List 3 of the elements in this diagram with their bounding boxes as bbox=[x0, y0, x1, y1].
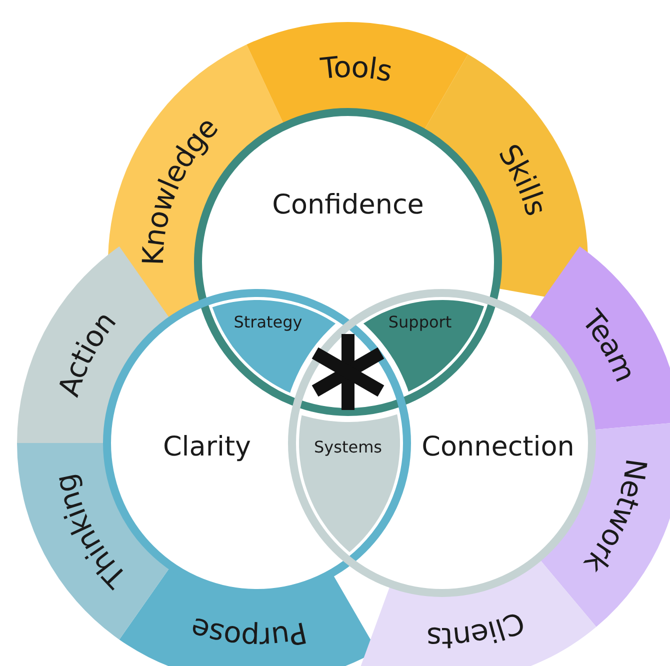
overlap-region: Strategy bbox=[212, 300, 336, 393]
overlap-region: Support bbox=[363, 300, 484, 392]
overlap-region: Systems bbox=[299, 414, 400, 552]
